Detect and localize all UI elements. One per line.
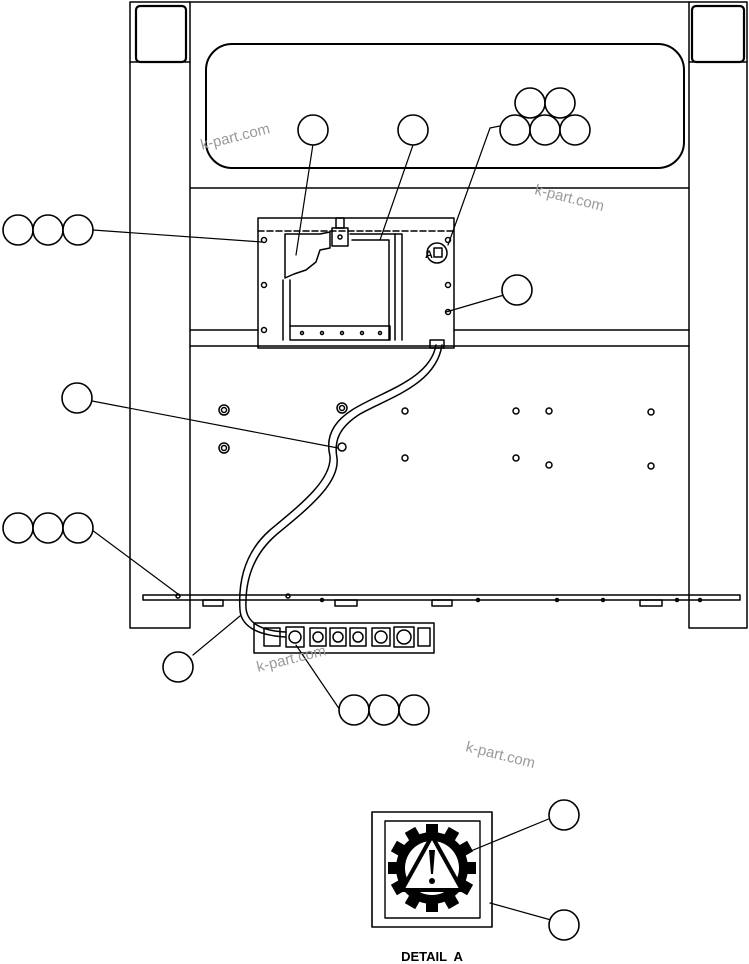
callout-bubble (548, 909, 580, 941)
callout-bubble (32, 512, 64, 544)
callout-bubble (62, 214, 94, 246)
callout-bubble (501, 274, 533, 306)
base-plate (142, 593, 741, 607)
callout-bubble (338, 694, 370, 726)
watermark: k-part.com (533, 181, 606, 215)
machine-frame (129, 1, 748, 629)
callout-bubble (32, 214, 64, 246)
panel-marker-label: A (425, 249, 433, 261)
watermark: k-part.com (199, 120, 272, 154)
callout-bubble (61, 382, 93, 414)
callout-bubble (499, 114, 531, 146)
callout-bubble (548, 799, 580, 831)
callout-bubble (2, 512, 34, 544)
callout-bubble (162, 651, 194, 683)
leader-lines (91, 125, 552, 921)
detail-title: DETAIL A (401, 949, 463, 964)
callout-bubbles (2, 87, 591, 941)
electrical-panel (257, 217, 455, 349)
callout-bubble (397, 114, 429, 146)
callout-bubble (297, 114, 329, 146)
warning-triangle-icon (400, 834, 464, 892)
cable-harness (238, 339, 445, 638)
callout-bubble (529, 114, 561, 146)
callout-bubble (398, 694, 430, 726)
callout-bubble (544, 87, 576, 119)
callout-bubble (559, 114, 591, 146)
mounting-nuts (218, 402, 655, 470)
callout-bubble (514, 87, 546, 119)
callout-bubble (2, 214, 34, 246)
callout-bubble (368, 694, 400, 726)
connector-plate (253, 622, 435, 654)
watermark: k-part.com (464, 738, 537, 772)
callout-bubble (62, 512, 94, 544)
detail-a-decal (371, 811, 493, 928)
